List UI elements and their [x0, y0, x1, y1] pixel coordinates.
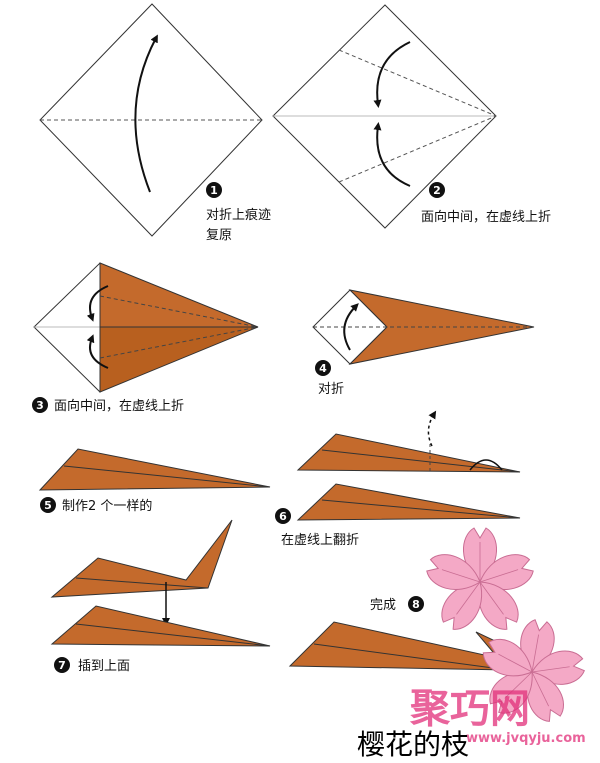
step-1-number: 1: [210, 184, 218, 197]
step-6-diagram: [296, 410, 521, 521]
step-7-number: 7: [58, 659, 66, 672]
strip-edge: [321, 449, 521, 473]
step-6-label: 6 在虚线上翻折: [275, 508, 359, 548]
folded-strip-upper: [296, 433, 521, 473]
flip-arrow-up: [427, 410, 437, 447]
step-8-diagram: [288, 527, 585, 722]
strip-edge: [321, 499, 521, 519]
step-1-text-line-1: 对折上痕迹: [206, 207, 271, 223]
lower-piece-edge: [75, 623, 271, 647]
step-5-number: 5: [44, 499, 52, 512]
step-5-text: 制作2 个一样的: [62, 498, 152, 514]
step-7-label: 7 插到上面: [54, 657, 130, 674]
step-3-number: 3: [36, 399, 44, 412]
fold-arrow-down: [373, 41, 411, 108]
step-2-diagram: [272, 4, 497, 229]
branch-edge: [313, 643, 509, 671]
step-1-label: 1 对折上痕迹 复原: [206, 182, 271, 243]
step-4-label: 4 对折: [315, 360, 344, 397]
step-4-number: 4: [319, 362, 327, 375]
step-1-text-line-2: 复原: [206, 228, 232, 243]
fold-arrow: [343, 303, 359, 351]
step-4-text: 对折: [318, 382, 344, 397]
step-3-diagram: [33, 262, 259, 393]
step-8-label: 完成 8: [370, 596, 424, 613]
step-7-text: 插到上面: [78, 659, 130, 674]
step-3-label: 3 面向中间，在虚线上折: [32, 397, 184, 414]
fold-arrow-down: [86, 285, 109, 322]
step-6-text: 在虚线上翻折: [281, 533, 359, 548]
lower-piece: [50, 605, 271, 647]
fold-arrow: [134, 34, 158, 193]
step-5-diagram: [38, 448, 271, 491]
step-2-number: 2: [433, 184, 441, 197]
kite-top-flap: [99, 262, 259, 328]
step-2-label: 2 面向中间，在虚线上折: [421, 182, 551, 225]
flip-arrow-curve: [469, 459, 503, 471]
square-paper: [39, 3, 263, 237]
branch: [288, 621, 511, 671]
watermark: 聚巧网 www.jvqyju.com: [409, 686, 586, 746]
watermark-url: www.jvqyju.com: [466, 731, 586, 746]
page-title: 樱花的枝: [357, 728, 469, 761]
cherry-blossom-2: [482, 619, 585, 722]
fold-arrow-up: [373, 122, 411, 187]
fold-line-dashed-bottom: [338, 115, 497, 183]
folded-strip-lower: [296, 483, 521, 521]
step-5-label: 5 制作2 个一样的: [40, 497, 152, 514]
folded-strip: [38, 448, 271, 491]
strip-edge: [63, 465, 271, 488]
step-8-number: 8: [412, 598, 420, 611]
step-4-diagram: [312, 289, 535, 365]
step-8-text: 完成: [370, 598, 396, 613]
cherry-blossom-1: [426, 527, 534, 630]
step-2-text: 面向中间，在虚线上折: [421, 209, 551, 225]
fold-line-dashed-bottom: [99, 326, 259, 359]
fold-line-dashed-top: [99, 295, 259, 328]
fold-line-dashed-top: [338, 49, 497, 117]
fold-arrow-up: [86, 334, 109, 369]
step-7-diagram: [50, 519, 271, 647]
step-3-text: 面向中间，在虚线上折: [54, 398, 184, 414]
kite-bottom-flap: [99, 326, 259, 393]
upper-piece-edge: [75, 577, 209, 589]
step-1-diagram: [39, 3, 263, 237]
watermark-text: 聚巧网: [409, 686, 530, 732]
step-6-number: 6: [279, 510, 287, 523]
upper-piece: [50, 519, 233, 598]
